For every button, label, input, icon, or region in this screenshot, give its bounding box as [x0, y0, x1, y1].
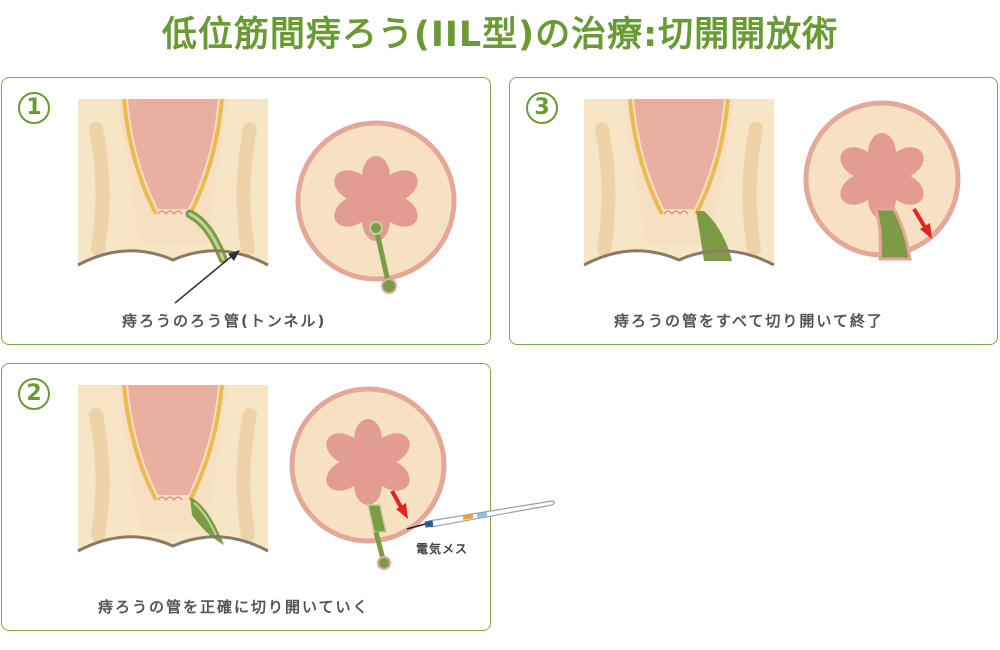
step-1-cross-section [77, 98, 269, 267]
step-3-red-arrow [912, 207, 928, 231]
step-1-caption: 痔ろうのろう管(トンネル) [122, 312, 327, 330]
step-3-cross-section [583, 98, 775, 267]
step-3-caption: 痔ろうの管をすべて切り開いて終了 [614, 312, 884, 330]
electric-scalpel-label: 電気メス [416, 542, 469, 556]
step-3-anal-view [803, 100, 961, 261]
step-2-red-arrow [390, 490, 404, 510]
step-1-pointer-arrow [174, 250, 240, 304]
step-3-number: 3 [526, 92, 558, 124]
step-2-caption: 痔ろうの管を正確に切り開いていく [98, 598, 370, 616]
step-1-number: 1 [18, 92, 50, 124]
step-2-cross-section [77, 384, 269, 553]
page-title: 低位筋間痔ろう(IIL型)の治療:切開開放術 [161, 15, 839, 55]
electric-scalpel-icon [406, 500, 556, 530]
step-2-number: 2 [18, 378, 50, 410]
step-2-anal-view [289, 386, 447, 570]
step-2-panel: 2 電気メス [1, 363, 556, 631]
step-1-anal-view [295, 120, 457, 294]
step-3-panel: 3 痔ろうの管をすべて切り開いて終了 [509, 77, 998, 345]
step-1-panel: 1 痔ろうのろう管(トンネル) [1, 77, 491, 345]
